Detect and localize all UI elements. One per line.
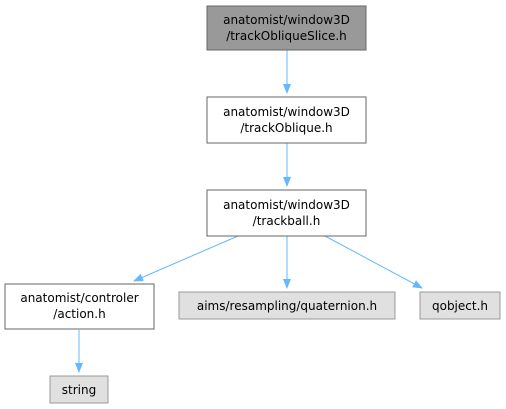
node-box bbox=[49, 375, 109, 404]
node-label-line2: /trackObliqueSlice.h bbox=[226, 29, 347, 43]
node-label-line1: anatomist/window3D bbox=[223, 198, 350, 212]
node-label-line1: anatomist/controler bbox=[20, 291, 138, 305]
edges bbox=[75, 50, 423, 373]
edge-trackball-to-qobject bbox=[324, 235, 423, 289]
node-quaternion[interactable]: aims/resampling/quaternion.h bbox=[178, 291, 396, 320]
node-label: string bbox=[62, 383, 96, 397]
node-trackball[interactable]: anatomist/window3D /trackball.h bbox=[206, 189, 367, 237]
node-label-line2: /action.h bbox=[53, 307, 105, 321]
node-label-line2: /trackOblique.h bbox=[240, 121, 332, 135]
node-qobject[interactable]: qobject.h bbox=[419, 291, 501, 320]
node-label: qobject.h bbox=[432, 299, 488, 313]
node-label-line2: /trackball.h bbox=[253, 214, 321, 228]
node-action[interactable]: anatomist/controler /action.h bbox=[4, 283, 155, 330]
node-string[interactable]: string bbox=[49, 375, 109, 404]
node-box bbox=[419, 291, 501, 320]
node-box bbox=[178, 291, 396, 320]
node-box bbox=[206, 189, 367, 237]
node-box bbox=[206, 5, 367, 51]
node-box bbox=[206, 96, 367, 144]
node-track-oblique-slice[interactable]: anatomist/window3D /trackObliqueSlice.h bbox=[206, 5, 367, 51]
node-label: aims/resampling/quaternion.h bbox=[197, 299, 377, 313]
node-label-line1: anatomist/window3D bbox=[223, 13, 350, 27]
node-box bbox=[4, 283, 155, 330]
edge-trackball-to-action bbox=[133, 235, 239, 282]
node-label-line1: anatomist/window3D bbox=[223, 105, 350, 119]
node-track-oblique[interactable]: anatomist/window3D /trackOblique.h bbox=[206, 96, 367, 144]
